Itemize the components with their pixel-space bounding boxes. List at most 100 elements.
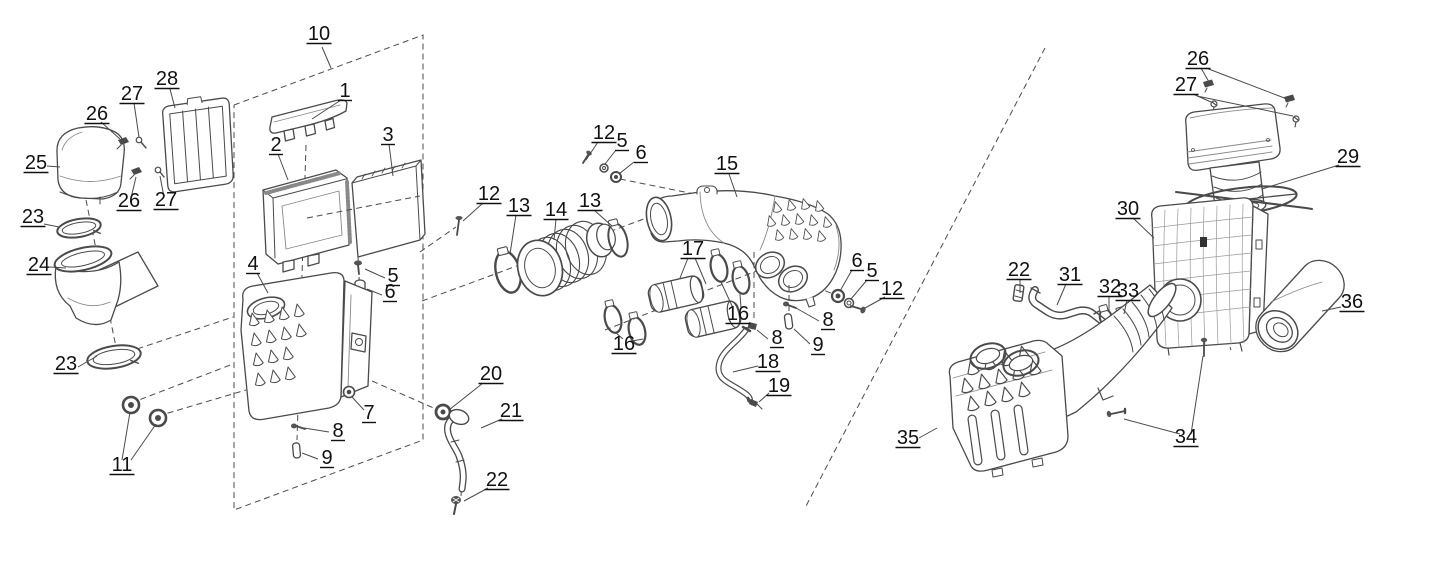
leader-line bbox=[366, 288, 383, 296]
part-number-label: 23 bbox=[22, 206, 44, 228]
leader-line bbox=[795, 307, 820, 322]
leader-line bbox=[463, 487, 489, 502]
part-number-label: 5 bbox=[616, 130, 627, 152]
part-number-label: 35 bbox=[897, 427, 919, 449]
part-number-label: 24 bbox=[28, 254, 50, 276]
callout-30: 30 bbox=[1115, 198, 1155, 239]
callout-33: 33 bbox=[1115, 280, 1141, 315]
callout-6: 6 bbox=[366, 281, 397, 303]
bolt-34-a bbox=[1106, 407, 1127, 418]
leader-line bbox=[850, 279, 868, 300]
part-28-screen-plate bbox=[161, 96, 234, 193]
part-number-label: 21 bbox=[500, 400, 522, 422]
construction-dashed-line bbox=[362, 376, 462, 421]
part-23-clamp-ring-lower bbox=[86, 344, 142, 370]
callout-8: 8 bbox=[303, 420, 345, 442]
leader-line bbox=[758, 392, 770, 403]
construction-lines-over bbox=[306, 195, 790, 321]
callout-27: 27 bbox=[1173, 74, 1294, 117]
leader-line bbox=[1132, 217, 1155, 239]
callout-26: 26 bbox=[1185, 48, 1288, 100]
callout-15: 15 bbox=[714, 153, 740, 198]
callout-19: 19 bbox=[758, 375, 792, 403]
screw-5-left bbox=[354, 260, 362, 275]
part-36-outlet-tube bbox=[1255, 259, 1345, 353]
callout-14: 14 bbox=[543, 199, 569, 241]
callout-12: 12 bbox=[585, 122, 617, 161]
part-23-clamp-ring-upper bbox=[56, 217, 102, 239]
leader-line bbox=[756, 329, 769, 340]
part-24-intake-duct bbox=[53, 245, 159, 326]
part-3-filter-element bbox=[351, 159, 426, 258]
callout-24: 24 bbox=[26, 254, 67, 276]
part-number-label: 9 bbox=[321, 447, 332, 469]
callout-18: 18 bbox=[732, 351, 781, 373]
part-number-label: 16 bbox=[613, 333, 635, 355]
screw-8-left bbox=[291, 423, 306, 430]
leader-line bbox=[553, 218, 557, 241]
leader-line bbox=[614, 331, 624, 340]
callout-12: 12 bbox=[864, 278, 905, 309]
leader-line bbox=[618, 161, 635, 175]
callout-28: 28 bbox=[154, 68, 180, 109]
pin-9-duct bbox=[783, 313, 794, 330]
leader-line bbox=[694, 257, 707, 285]
part-20-grommet bbox=[434, 403, 452, 421]
bolt-27-upper-left bbox=[135, 136, 147, 149]
callout-27: 27 bbox=[119, 83, 145, 138]
part-number-label: 12 bbox=[593, 122, 615, 144]
clip-26-right-a bbox=[1203, 79, 1214, 93]
nut-6-top bbox=[610, 171, 622, 183]
part-number-label: 28 bbox=[156, 68, 178, 90]
callout-7: 7 bbox=[351, 396, 376, 424]
callout-32: 32 bbox=[1097, 276, 1123, 311]
parts-artwork bbox=[53, 79, 1345, 515]
part-number-label: 23 bbox=[55, 353, 77, 375]
callout-16: 16 bbox=[611, 331, 644, 355]
callout-35: 35 bbox=[895, 427, 938, 449]
part-number-label: 26 bbox=[86, 103, 108, 125]
part-14-corrugated-hose bbox=[516, 220, 616, 299]
part-number-label: 27 bbox=[155, 189, 177, 211]
screw-12-hose bbox=[455, 216, 463, 236]
leader-line bbox=[728, 173, 738, 198]
leader-line bbox=[1321, 306, 1342, 312]
bolt-34-b bbox=[1200, 337, 1208, 357]
callout-16: 16 bbox=[720, 281, 751, 325]
leader-line bbox=[462, 202, 484, 222]
callout-26: 26 bbox=[84, 103, 121, 140]
callout-5: 5 bbox=[604, 130, 629, 165]
part-number-label: 25 bbox=[25, 152, 47, 174]
leader-line bbox=[77, 355, 98, 368]
part-number-label: 13 bbox=[508, 195, 530, 217]
construction-dashed-line bbox=[233, 34, 424, 511]
part-21-drain-pipe bbox=[444, 408, 470, 493]
part-4-filter-housing-lower bbox=[240, 272, 373, 421]
leader-line bbox=[1205, 67, 1288, 100]
callout-2: 2 bbox=[269, 134, 289, 181]
part-number-label: 12 bbox=[881, 278, 903, 300]
leader-line bbox=[303, 427, 330, 433]
part-2-filter-housing-upper bbox=[262, 169, 352, 273]
callout-34: 34 bbox=[1123, 355, 1204, 448]
part-number-label: 26 bbox=[1187, 48, 1209, 70]
construction-dashed-line bbox=[306, 195, 421, 219]
leader-line bbox=[593, 209, 613, 227]
callout-12: 12 bbox=[462, 183, 502, 222]
callout-8: 8 bbox=[756, 327, 784, 349]
washer-5-right bbox=[843, 297, 855, 309]
callout-13: 13 bbox=[577, 190, 613, 227]
part-17-connector-pipes bbox=[647, 275, 742, 338]
part-number-label: 27 bbox=[1175, 74, 1197, 96]
part-number-label: 22 bbox=[486, 469, 508, 491]
part-number-label: 16 bbox=[727, 303, 749, 325]
callout-3: 3 bbox=[381, 124, 395, 177]
construction-dashed-line bbox=[157, 389, 247, 417]
part-number-label: 22 bbox=[1008, 259, 1030, 281]
clip-26-lower-left bbox=[129, 167, 142, 180]
leader-line bbox=[1261, 164, 1340, 190]
leader-line bbox=[130, 176, 137, 199]
leader-line bbox=[49, 266, 67, 269]
callout-4: 4 bbox=[246, 253, 269, 294]
